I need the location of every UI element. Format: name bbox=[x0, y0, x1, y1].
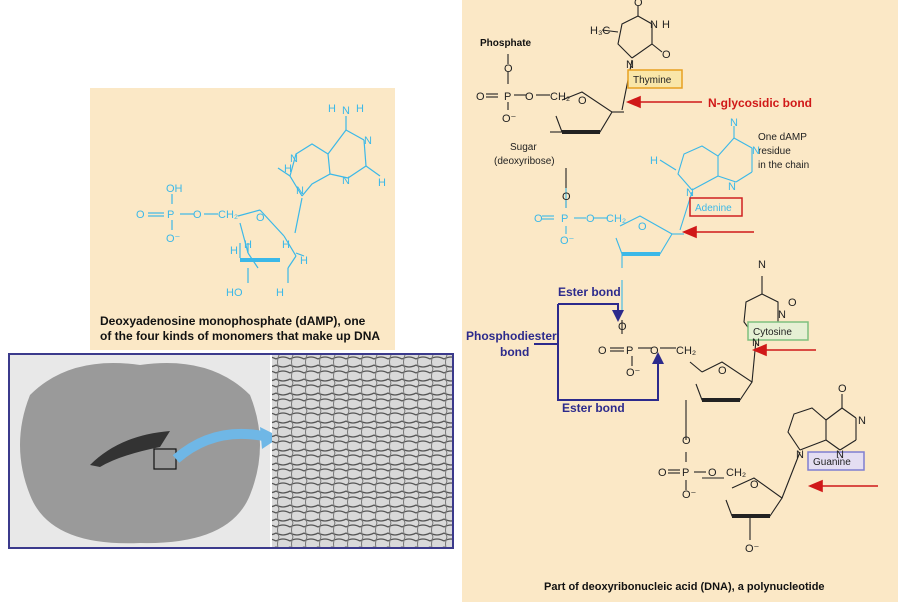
h4-label: H bbox=[300, 255, 308, 267]
h2c-label: H bbox=[378, 177, 386, 189]
n3-label: N bbox=[342, 175, 350, 187]
p4-p-label: P bbox=[682, 467, 689, 479]
top-ch2-label: CH₂ bbox=[550, 91, 570, 103]
sugar-label: Sugar bbox=[510, 142, 537, 153]
guanine-n1-label: N bbox=[858, 415, 866, 427]
cytosine-n-label: N bbox=[752, 337, 760, 349]
sugar1-o-label: O bbox=[578, 95, 587, 107]
nh2-h2-label: H bbox=[356, 103, 364, 115]
in-the-chain-label: in the chain bbox=[758, 160, 809, 171]
h8-label: H bbox=[284, 163, 292, 175]
sugar4-o-label: O bbox=[750, 479, 759, 491]
dna-structure: Thymine Cytosine Guanine Sugar (deoxyrib… bbox=[466, 0, 878, 593]
top-o-double-label: O bbox=[476, 91, 485, 103]
top-o-label: O bbox=[504, 63, 513, 75]
p2-ch2-label: CH₂ bbox=[606, 213, 626, 225]
bond-label: bond bbox=[500, 345, 529, 359]
thymine-o-right-label: O bbox=[662, 49, 671, 61]
thymine-n-label: N bbox=[626, 59, 634, 71]
h5-label: H bbox=[276, 287, 284, 299]
h2-label: H bbox=[244, 239, 252, 251]
h3c-label: H₃C bbox=[590, 25, 610, 37]
top-p-label: P bbox=[504, 91, 511, 103]
o-label: O bbox=[136, 209, 145, 221]
nh2-n-label: N bbox=[342, 105, 350, 117]
one-damp-label: One dAMP bbox=[758, 132, 807, 143]
adenine-h8-label: H bbox=[650, 155, 658, 167]
p-label: P bbox=[167, 209, 174, 221]
link1-o-label: O bbox=[562, 191, 571, 203]
adenine-n9-label: N bbox=[686, 187, 694, 199]
dna-panel: Thymine Cytosine Guanine Sugar (deoxyrib… bbox=[462, 0, 898, 602]
adenine-n3-label: N bbox=[728, 181, 736, 193]
micrograph-image bbox=[10, 355, 452, 547]
adenine-label: Adenine bbox=[695, 203, 732, 214]
n1-label: N bbox=[364, 135, 372, 147]
cytosine-label: Cytosine bbox=[753, 327, 792, 338]
ester-bond-top-label: Ester bond bbox=[558, 285, 621, 299]
thymine-h-label: H bbox=[662, 19, 670, 31]
link3-o-label: O bbox=[682, 435, 691, 447]
micrograph-panel bbox=[8, 353, 454, 549]
residue-label: residue bbox=[758, 146, 791, 157]
n9-label: N bbox=[296, 185, 304, 197]
link2-o-label: O bbox=[618, 321, 627, 333]
p3-o-double-label: O bbox=[598, 345, 607, 357]
adenine-box bbox=[689, 197, 743, 217]
p3-o-bridge-label: O bbox=[650, 345, 659, 357]
p4-o-double-label: O bbox=[658, 467, 667, 479]
thymine-label: Thymine bbox=[633, 75, 672, 86]
p2-o-bridge-label: O bbox=[586, 213, 595, 225]
adenine-n1-label: N bbox=[752, 145, 760, 157]
damp-structure: OH O P O⁻ O CH₂ O H H H H HO H N H N N H… bbox=[136, 103, 386, 299]
bottom-ominus-label: O⁻ bbox=[745, 543, 760, 555]
ch2-label: CH₂ bbox=[218, 209, 238, 221]
damp-panel: OH O P O⁻ O CH₂ O H H H H HO H N H N N H… bbox=[90, 88, 395, 350]
thymine-nh-label: N bbox=[650, 19, 658, 31]
oh-label: OH bbox=[166, 183, 183, 195]
p3-ch2-label: CH₂ bbox=[676, 345, 696, 357]
adenine-nh2-n-label: N bbox=[730, 117, 738, 129]
top-ominus-label: O⁻ bbox=[502, 113, 517, 125]
cytosine-n3-label: N bbox=[778, 309, 786, 321]
damp-caption-line2: of the four kinds of monomers that make … bbox=[100, 329, 381, 343]
sugar3-o-label: O bbox=[718, 365, 727, 377]
phosphate-label: Phosphate bbox=[480, 38, 532, 49]
n7-label: N bbox=[290, 153, 298, 165]
cytosine-nh2-n-label: N bbox=[758, 259, 766, 271]
nh2-h1-label: H bbox=[328, 103, 336, 115]
dna-caption: Part of deoxyribonucleic acid (DNA), a p… bbox=[544, 581, 825, 593]
p3-ominus-label: O⁻ bbox=[626, 367, 641, 379]
top-o-bridge-label: O bbox=[525, 91, 534, 103]
guanine-box bbox=[807, 451, 865, 471]
guanine-n9-label: N bbox=[796, 449, 804, 461]
ring-o-label: O bbox=[256, 212, 265, 224]
guanine-n3-label: N bbox=[836, 449, 844, 461]
p2-ominus-label: O⁻ bbox=[560, 235, 575, 247]
p2-p-label: P bbox=[561, 213, 568, 225]
guanine-label: Guanine bbox=[813, 457, 851, 468]
o-bridge-label: O bbox=[193, 209, 202, 221]
ho-label: HO bbox=[226, 287, 243, 299]
sugar2-o-label: O bbox=[638, 221, 647, 233]
p4-ominus-label: O⁻ bbox=[682, 489, 697, 501]
ominus-label: O⁻ bbox=[166, 233, 181, 245]
phosphodiester-label: Phosphodiester bbox=[466, 329, 557, 343]
p4-ch2-label: CH₂ bbox=[726, 467, 746, 479]
deoxyribose-label: (deoxyribose) bbox=[494, 156, 555, 167]
n-glycosidic-bond-label: N-glycosidic bond bbox=[708, 96, 812, 110]
p2-o-double-label: O bbox=[534, 213, 543, 225]
p4-o-bridge-label: O bbox=[708, 467, 717, 479]
h3-label: H bbox=[282, 239, 290, 251]
ester-bond-bottom-label: Ester bond bbox=[562, 401, 625, 415]
damp-caption-line1: Deoxyadenosine monophosphate (dAMP), one bbox=[100, 314, 366, 328]
cytosine-box bbox=[747, 321, 809, 341]
p3-p-label: P bbox=[626, 345, 633, 357]
thymine-box bbox=[627, 69, 683, 89]
cytosine-o-label: O bbox=[788, 297, 797, 309]
guanine-o-label: O bbox=[838, 383, 847, 395]
h1-label: H bbox=[230, 245, 238, 257]
thymine-o-top-label: O bbox=[634, 0, 643, 9]
